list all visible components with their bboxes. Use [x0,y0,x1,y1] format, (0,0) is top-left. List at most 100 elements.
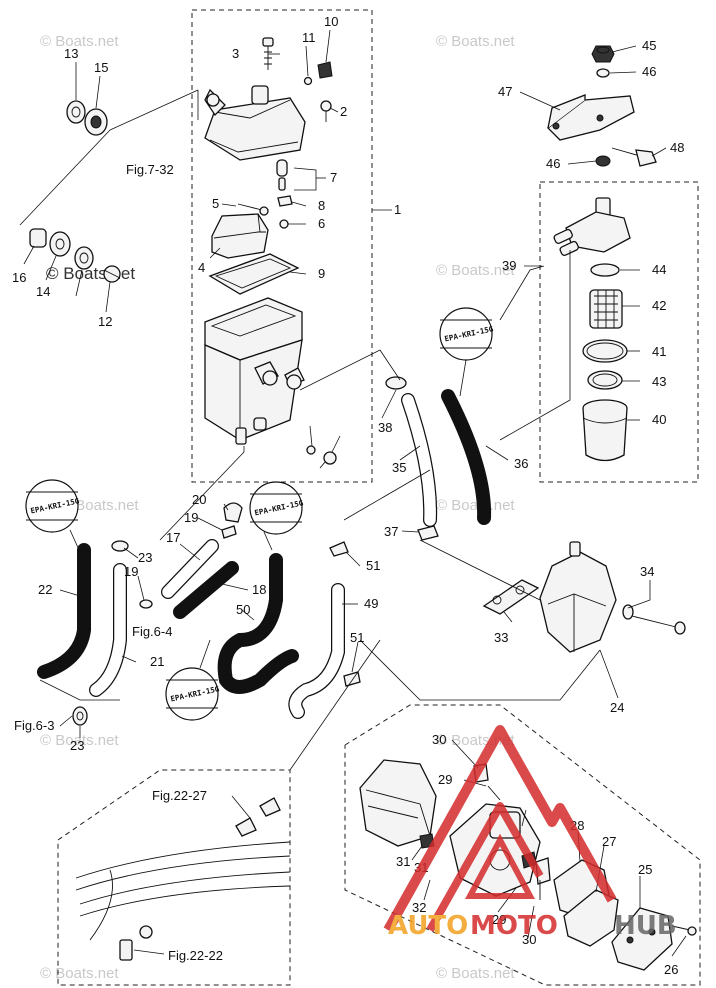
callout-44: 44 [652,262,666,277]
screw-10-top [317,61,333,79]
callout-46-top: 46 [642,64,656,79]
washer-46-top [596,68,610,78]
callout-2: 2 [340,104,347,119]
filter-head [553,197,631,256]
screw-26 [671,925,697,936]
clip-51-bottom [343,671,361,687]
float-4 [211,213,269,259]
leader-lines [23,29,687,957]
fuel-pump-24 [539,541,617,653]
callout-17: 17 [166,530,180,545]
callout-13: 13 [64,46,78,61]
callout-33: 33 [494,630,508,645]
clip-20 [223,502,243,523]
callout-labels: 1 2 3 4 5 6 7 8 9 10 11 12 13 14 15 16 1… [12,14,684,977]
callout-51-top: 51 [366,558,380,573]
callout-38: 38 [378,420,392,435]
nut-45 [591,45,615,63]
callout-23: 23 [138,550,152,565]
callout-8: 8 [318,198,325,213]
callout-51-bottom: 51 [350,630,364,645]
callout-21: 21 [150,654,164,669]
callout-11: 11 [302,30,316,45]
separator-body [204,297,303,445]
o-ring-44 [590,263,620,277]
callout-6: 6 [318,216,325,231]
watermark: © Boats.net [40,965,119,982]
callout-16: 16 [12,270,26,285]
ref-fig-22-27: Fig.22-27 [152,788,207,803]
callout-47: 47 [498,84,512,99]
callout-23-bottom: 23 [70,738,84,753]
callout-48: 48 [670,140,684,155]
screw-6 [279,219,289,229]
callout-25: 25 [638,862,652,877]
callout-30: 30 [432,732,446,747]
float-valve-7 [276,159,288,191]
hose-21 [89,563,127,697]
washer-46-bottom [595,155,611,167]
ref-fig-6-3: Fig.6-3 [14,718,54,733]
callout-41: 41 [652,344,666,359]
callout-31: 31 [396,854,410,869]
figure-refs: Fig.7-32 Fig.6-4 Fig.6-3 Fig.22-27 Fig.2… [14,162,223,963]
hose-50 [217,553,299,694]
callout-1: 1 [394,202,401,217]
watermark: © Boats.net [436,33,515,50]
brand-moto: MOTO [470,911,558,941]
brand-hub: HUB [614,911,677,941]
collar-16 [29,228,47,248]
callout-22: 22 [38,582,52,597]
callout-35: 35 [392,460,406,475]
bolt-12 [103,265,121,283]
callout-49: 49 [364,596,378,611]
callout-4: 4 [198,260,205,275]
gasket-9 [208,253,300,295]
callout-19: 19 [184,510,198,525]
ref-fig-6-4: Fig.6-4 [132,624,172,639]
clip-19-b [139,599,153,609]
callout-10: 10 [324,14,338,29]
callout-29-b: 29 [492,912,506,927]
watermark: © Boats.net [436,965,515,982]
clip-23-top [111,540,129,552]
callout-14: 14 [36,284,50,299]
watermark: © Boats.net [436,497,515,514]
washer-11-top [303,76,313,86]
clip-37 [417,525,439,541]
hose-35 [401,393,438,527]
callout-37: 37 [384,524,398,539]
vst-group-box [191,9,373,483]
hose-route-box [57,769,291,986]
screw-10-bottom [319,451,337,469]
grommet-13 [66,100,86,124]
filter-group-box [539,181,699,483]
callout-30-b: 30 [522,932,536,947]
pump-cover-32 [359,759,437,847]
bracket-47 [547,94,635,141]
hose-18 [173,561,239,619]
callout-15: 15 [94,60,108,75]
pump-exploded-box [344,704,701,986]
hose-route-sketch [75,797,291,961]
watermark: © Boats.net [40,33,119,50]
callout-20: 20 [192,492,206,507]
callout-24: 24 [610,700,624,715]
hose-49 [288,583,345,719]
callout-18: 18 [252,582,266,597]
clip-8 [277,195,293,207]
callout-26: 26 [664,962,678,977]
bolt-34 [622,604,686,635]
bolt-48 [611,147,657,167]
epa-tag-left: EPA-KRI-15G [25,479,81,553]
epa-tag-center: EPA-KRI-15G [439,307,495,397]
epa-tag-bottom: EPA-KRI-15G [165,639,221,721]
vapor-separator-cover [204,85,306,161]
clip-51-top [329,541,349,557]
brand-auto: AUTO [388,911,468,941]
screw-2 [320,100,332,122]
grommet-15 [84,108,108,136]
callout-43: 43 [652,374,666,389]
watermark: © Boats.net [46,264,135,283]
